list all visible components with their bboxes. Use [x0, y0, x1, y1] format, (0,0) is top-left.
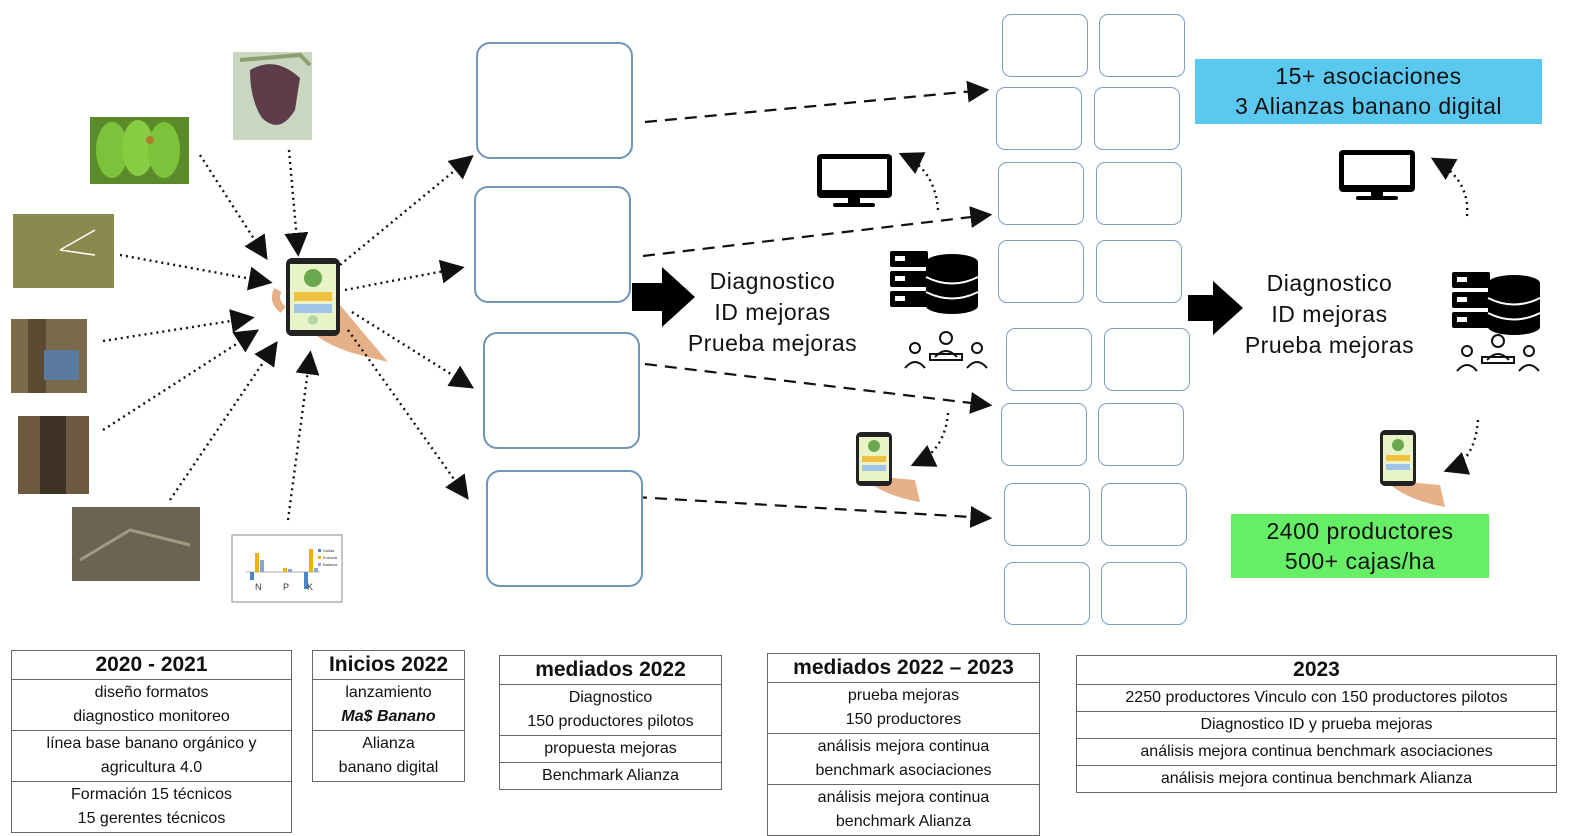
mobile-app-phone-icon [271, 258, 388, 362]
npk-label-p: P [283, 582, 289, 592]
curve-arrow-to-phone-right [1443, 419, 1480, 475]
npk-bar-n-balance [260, 560, 264, 572]
curve-arrow-to-monitor-right [1430, 157, 1469, 217]
stage-1-line-2: ID mejoras [714, 299, 831, 325]
producers-banner-line-2: 500+ cajas/ha [1284, 548, 1436, 574]
curve-arrow-to-monitor-left [898, 152, 940, 211]
photo-leaf-litter [72, 507, 200, 581]
association-box [998, 240, 1084, 303]
association-box [1094, 87, 1180, 150]
associations-banner-line-1: 15+ asociaciones [1275, 63, 1462, 89]
timeline-5-row-2: Diagnostico ID y prueba mejoras [1076, 711, 1557, 739]
timeline-table-2023: 2023 2250 productores Vinculo con 150 pr… [1076, 655, 1557, 793]
association-box [1096, 240, 1182, 303]
npk-legend-salida: Salida [323, 548, 335, 553]
stage-1-text: Diagnostico ID mejoras Prueba mejoras [665, 266, 880, 359]
association-box [1096, 162, 1182, 225]
stage-2-line-2: ID mejoras [1271, 301, 1388, 327]
npk-bar-n-entrada [255, 553, 259, 572]
group-to-grid-arrows [634, 80, 993, 528]
phone-to-group-arrows [339, 154, 475, 500]
database-icon-right [1452, 272, 1541, 335]
npk-balance-chart: N P K Salida Entrada Balance [231, 534, 343, 603]
timeline-title-5: 2023 [1076, 655, 1557, 685]
timeline-5-row-1: 2250 productores Vinculo con 150 product… [1076, 684, 1557, 712]
associations-banner: 15+ asociaciones 3 Alianzas banano digit… [1195, 59, 1542, 124]
npk-label-n: N [255, 582, 262, 592]
stage-1-line-1: Diagnostico [709, 268, 836, 294]
stage-2-line-3: Prueba mejoras [1244, 332, 1415, 358]
big-arrow-left [632, 267, 695, 327]
producers-banner: 2400 productores 500+ cajas/ha [1231, 514, 1489, 578]
npk-legend-balance: Balance [323, 562, 338, 567]
association-box [1004, 562, 1090, 625]
monitor-icon-left [817, 154, 892, 207]
npk-legend-entrada: Entrada [323, 555, 338, 560]
phone-icon-small-right [1380, 430, 1445, 507]
producers-banner-line-1: 2400 productores [1266, 518, 1454, 544]
producer-group-box-4 [486, 470, 643, 587]
stage-1-line-3: Prueba mejoras [687, 330, 858, 356]
association-box [1004, 483, 1090, 546]
meeting-icon-right [1456, 334, 1540, 372]
timeline-3-row-3: Benchmark Alianza [499, 762, 722, 790]
association-box [1101, 562, 1187, 625]
input-arrows [102, 149, 320, 521]
npk-bar-p-entrada [283, 568, 287, 572]
association-box [1006, 328, 1092, 391]
timeline-title-1: 2020 - 2021 [11, 650, 292, 680]
association-box [1002, 14, 1088, 77]
photo-green-bananas [90, 117, 189, 184]
association-box [1101, 483, 1187, 546]
curve-arrow-to-phone-left [910, 412, 950, 467]
timeline-3-row-2: propuesta mejoras [499, 735, 722, 763]
producer-group-box-3 [483, 332, 640, 449]
database-icon-left [890, 251, 979, 314]
association-box [996, 87, 1082, 150]
big-arrow-right [1188, 281, 1243, 335]
photo-pseudostem [18, 416, 89, 494]
association-box [1001, 403, 1087, 466]
timeline-title-4: mediados 2022 – 2023 [767, 653, 1040, 683]
npk-bar-k-balance [314, 568, 318, 572]
timeline-title-3: mediados 2022 [499, 655, 722, 685]
npk-bar-k-salida [304, 572, 308, 589]
meeting-icon-left [904, 331, 988, 369]
association-box [998, 162, 1084, 225]
npk-bar-k-entrada [309, 549, 313, 572]
association-box [1099, 14, 1185, 77]
producer-group-box-2 [474, 186, 631, 303]
stage-2-text: Diagnostico ID mejoras Prueba mejoras [1222, 268, 1437, 361]
npk-label-k: K [307, 582, 313, 592]
npk-bar-p-balance [288, 569, 292, 572]
phone-icon-small-left [856, 432, 920, 502]
photo-measuring-trunk [11, 319, 87, 393]
photo-banana-flower [233, 52, 312, 140]
npk-bar-n-salida [250, 572, 254, 580]
timeline-5-row-4: análisis mejora continua benchmark Alian… [1076, 765, 1557, 793]
association-box [1098, 403, 1184, 466]
timeline-title-2: Inicios 2022 [312, 650, 465, 680]
monitor-icon-right [1339, 150, 1415, 200]
association-box [1104, 328, 1190, 391]
associations-banner-line-2: 3 Alianzas banano digital [1235, 93, 1502, 119]
timeline-5-row-3: análisis mejora continua benchmark asoci… [1076, 738, 1557, 766]
producer-group-box-1 [476, 42, 633, 159]
photo-soil-quadrat [13, 214, 114, 288]
stage-2-line-1: Diagnostico [1266, 270, 1393, 296]
